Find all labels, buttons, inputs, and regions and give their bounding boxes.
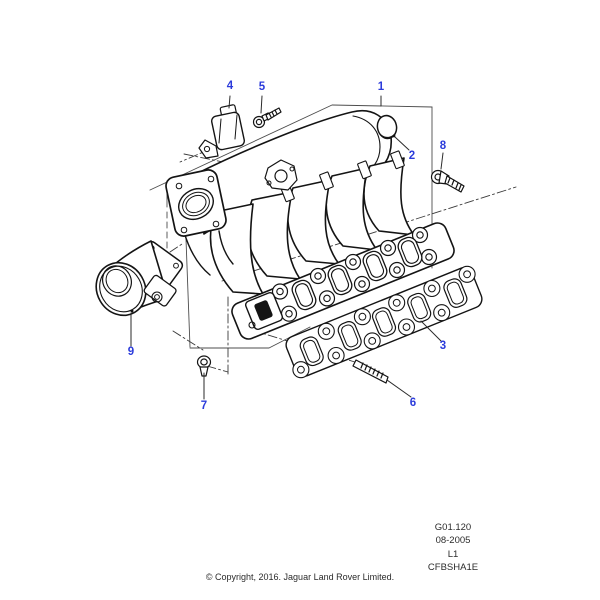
boundary-box-lines [149,104,433,349]
copyright-notice: © Copyright, 2016. Jaguar Land Rover Lim… [205,572,395,582]
doc-ref: CFBSHA1E [427,562,479,574]
callout-8[interactable]: 8 [439,140,447,152]
doc-date: 08-2005 [435,535,471,547]
stud-drawing [352,359,389,384]
manifold-gasket-drawing [285,265,483,379]
callout-5[interactable]: 5 [258,81,266,93]
callout-6[interactable]: 6 [409,397,417,409]
callout-1[interactable]: 1 [377,81,385,93]
air-flow-meter-drawing [95,240,184,317]
callout-3[interactable]: 3 [439,340,447,352]
document-reference-block: G01.120 08-2005 L1 CFBSHA1E [414,521,492,575]
callout-9[interactable]: 9 [127,346,135,358]
manifold-bolt-drawing [430,169,465,193]
leader-lines [130,95,444,400]
nut-drawing [196,355,212,377]
blanking-cap-drawing [376,114,398,140]
callout-4[interactable]: 4 [226,80,234,92]
intake-manifold-drawing [165,110,455,340]
callout-7[interactable]: 7 [200,400,208,412]
position-sensor-drawing [198,104,245,159]
callout-2[interactable]: 2 [408,150,416,162]
doc-sheet: L1 [447,548,459,560]
sensor-bolt-drawing [252,107,282,129]
doc-code: G01.120 [434,522,472,533]
